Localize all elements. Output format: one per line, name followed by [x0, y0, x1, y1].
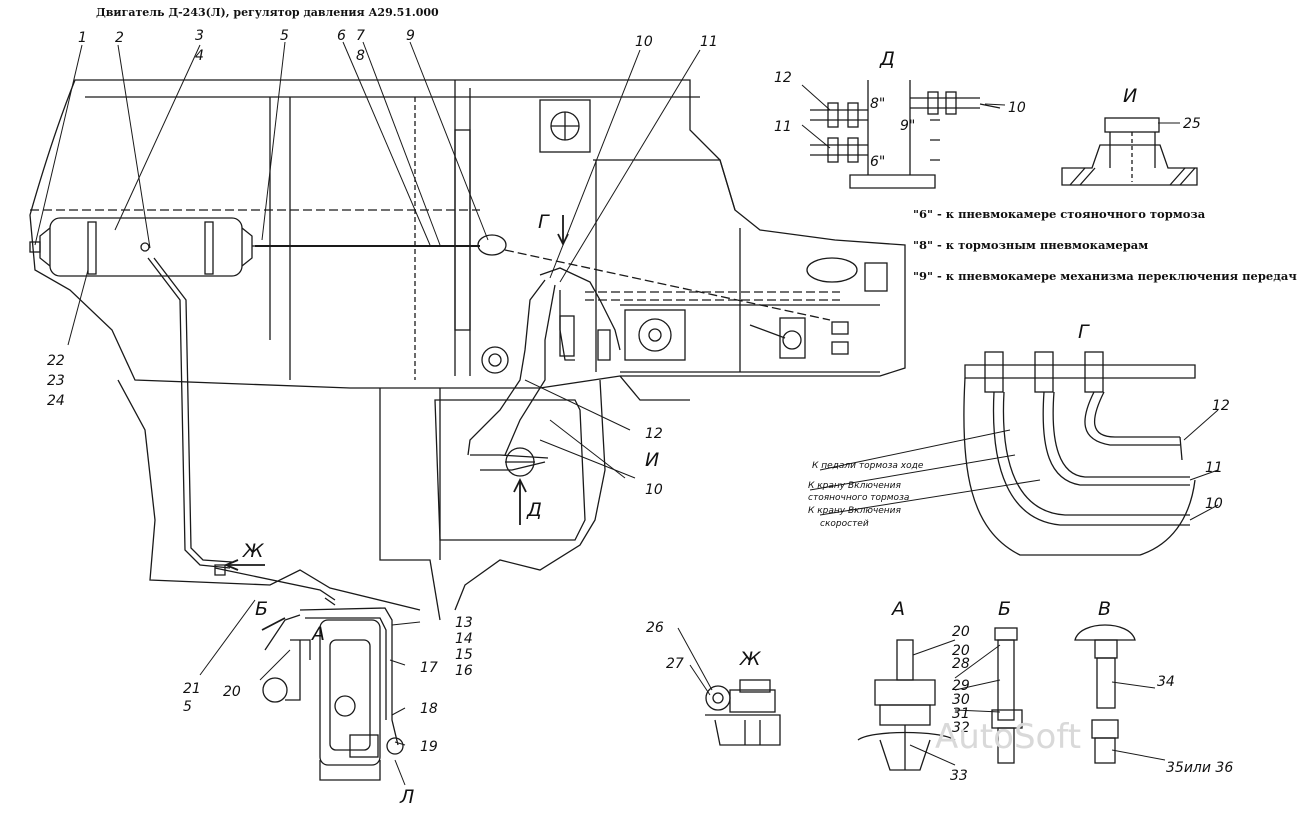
callout-12: 12 — [645, 426, 663, 442]
view-label-g-main: Г — [538, 211, 550, 233]
callout-16: 16 — [455, 663, 473, 679]
main-callouts: 1 2 3 4 5 6 7 8 9 10 11 22 23 24 12 10 2… — [47, 28, 718, 755]
callout-15: 15 — [455, 647, 473, 663]
detail-g-label-brake-pedal: К педали тормоза ходе — [812, 461, 924, 471]
callout-24: 24 — [47, 393, 65, 409]
detail-v-callout-35-36: 35или 36 — [1166, 760, 1233, 776]
view-label-i-main: И — [645, 449, 659, 471]
callout-5: 5 — [280, 28, 289, 44]
callout-1: 1 — [78, 30, 87, 46]
detail-b-callout-20: 20 — [952, 624, 970, 640]
detail-g-label-valve-1: К крану Включения — [808, 481, 902, 491]
tractor-frame-outline — [29, 79, 906, 621]
callout-11: 11 — [700, 34, 718, 50]
pressure-regulator-assembly — [214, 564, 404, 781]
callout-9: 9 — [406, 28, 415, 44]
note-8: "8" - к тормозным пневмокамерам — [913, 238, 1149, 252]
view-label-d-main: Д — [526, 499, 542, 521]
detail-d-callout-10: 10 — [1008, 100, 1026, 116]
view-label-d: Д — [879, 48, 895, 70]
detail-zh-callout-27: 27 — [666, 656, 684, 672]
detail-d — [810, 80, 1001, 189]
view-label-b-detail: Б — [998, 598, 1011, 620]
detail-b-callout-28: 28 — [952, 656, 970, 672]
detail-g-label-parking-brake: стояночного тормоза — [808, 493, 909, 503]
solid-pipes — [147, 245, 621, 746]
detail-a — [857, 639, 956, 771]
detail-g — [809, 351, 1196, 556]
callout-10: 10 — [635, 34, 653, 50]
detail-d-mark-9: 9" — [900, 118, 915, 134]
view-label-i-detail: И — [1123, 85, 1137, 107]
callout-18: 18 — [420, 701, 438, 717]
detail-i — [1061, 117, 1198, 186]
callout-19: 19 — [420, 739, 438, 755]
detail-callouts: 12 11 10 25 12 11 10 26 27 20 20 28 29 3… — [646, 70, 1233, 784]
callout-22: 22 — [47, 353, 65, 369]
detail-i-callout-25: 25 — [1183, 116, 1201, 132]
detail-g-callout-10: 10 — [1205, 496, 1223, 512]
callout-13: 13 — [455, 615, 473, 631]
detail-g-callout-11: 11 — [1205, 460, 1223, 476]
detail-zh-callout-26: 26 — [646, 620, 664, 636]
callout-7: 7 — [356, 28, 365, 44]
detail-b-callout-31: 31 — [952, 706, 970, 722]
view-label-a-main: А — [310, 623, 325, 645]
callout-20: 20 — [223, 684, 241, 700]
view-label-a-detail: А — [890, 598, 905, 620]
note-9: "9" - к пневмокамере механизма переключе… — [913, 269, 1297, 283]
detail-v — [1074, 624, 1136, 764]
watermark: AutoSoft — [935, 717, 1081, 757]
view-label-l-main: Л — [399, 786, 414, 808]
view-label-b-main: Б — [255, 598, 268, 620]
detail-d-callout-11: 11 — [774, 119, 792, 135]
detail-d-mark-8: 8" — [870, 96, 885, 112]
detail-g-callout-12: 12 — [1212, 398, 1230, 414]
pipes — [30, 209, 840, 321]
callout-23: 23 — [47, 373, 65, 389]
callout-10-lower: 10 — [645, 482, 663, 498]
view-label-g-detail: Г — [1078, 321, 1090, 343]
air-receiver — [29, 217, 253, 277]
detail-b-callout-30: 30 — [952, 692, 970, 708]
callout-5-lower: 5 — [183, 699, 192, 715]
detail-zh — [705, 679, 781, 746]
callout-17: 17 — [420, 660, 438, 676]
detail-a-callout-33: 33 — [950, 768, 968, 784]
view-label-v-detail: В — [1098, 598, 1111, 620]
callout-4: 4 — [195, 48, 204, 64]
detail-b-callout-29: 29 — [952, 678, 970, 694]
detail-b-callout-32: 32 — [952, 720, 970, 736]
detail-g-label-speeds: скоростей — [820, 519, 869, 529]
callout-6: 6 — [337, 28, 346, 44]
callout-2: 2 — [115, 30, 124, 46]
detail-v-callout-34: 34 — [1157, 674, 1175, 690]
view-arrows — [223, 215, 569, 631]
callout-3: 3 — [195, 28, 204, 44]
detail-d-mark-6: 6" — [870, 154, 885, 170]
detail-a-callout-20: 20 — [952, 643, 970, 659]
detail-g-label-valve-2: К крану Включения — [808, 506, 902, 516]
leader-lines — [34, 41, 1219, 786]
cab-components — [454, 99, 888, 477]
callout-14: 14 — [455, 631, 473, 647]
callout-21: 21 — [183, 681, 201, 697]
detail-d-callout-12: 12 — [774, 70, 792, 86]
note-6: "6" - к пневмокамере стояночного тормоза — [913, 207, 1206, 221]
view-label-zh-main: Ж — [242, 540, 265, 562]
callout-8: 8 — [356, 48, 365, 64]
view-label-zh-detail: Ж — [739, 648, 762, 670]
diagram-title: Двигатель Д-243(Л), регулятор давления А… — [96, 6, 439, 19]
